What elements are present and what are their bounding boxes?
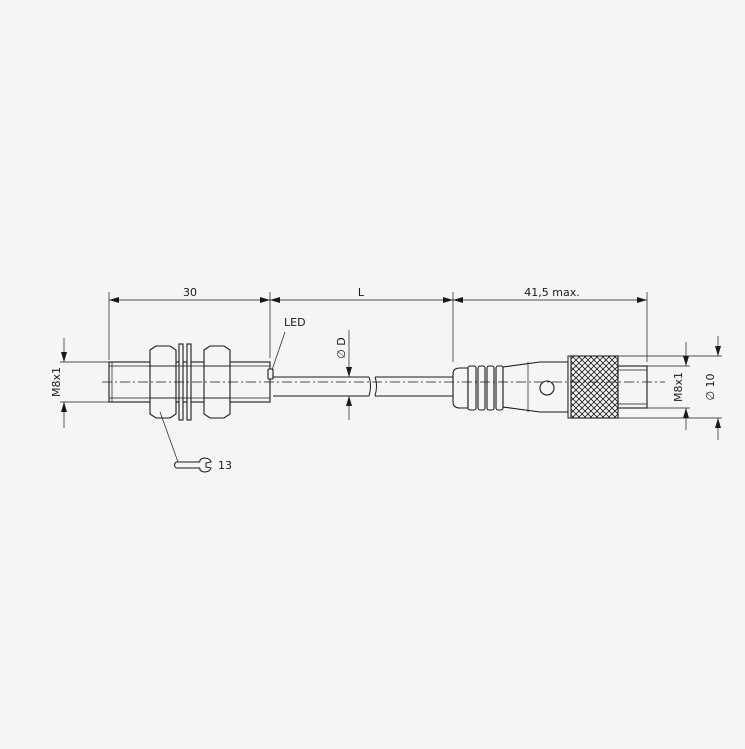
wrench-size-label: 13: [218, 459, 232, 472]
connector-hole: [539, 380, 555, 396]
dim-connector-length: 41,5 max.: [524, 286, 579, 299]
wrench-icon: [174, 457, 212, 473]
led-label: LED: [284, 316, 306, 329]
right-dimensions: M8x1 ∅ 10: [618, 336, 722, 440]
connector: [452, 355, 648, 419]
dim-thread-right: M8x1: [672, 372, 685, 402]
left-thread-dimension: M8x1: [50, 338, 109, 428]
dim-connector-diameter: ∅ 10: [704, 373, 717, 400]
dim-cable-diameter: ∅ D: [335, 337, 348, 359]
dim-sensor-length: 30: [183, 286, 197, 299]
dim-thread-left: M8x1: [50, 367, 63, 397]
top-dimensions: 30 L 41,5 max.: [108, 286, 648, 362]
dim-cable-length: L: [358, 286, 365, 299]
cable-diameter-dimension: ∅ D: [335, 330, 352, 420]
wrench-callout: 13: [159, 411, 232, 473]
led-callout: LED: [271, 316, 306, 371]
cable: [273, 376, 455, 397]
knurled-coupling-nut: [570, 355, 619, 419]
